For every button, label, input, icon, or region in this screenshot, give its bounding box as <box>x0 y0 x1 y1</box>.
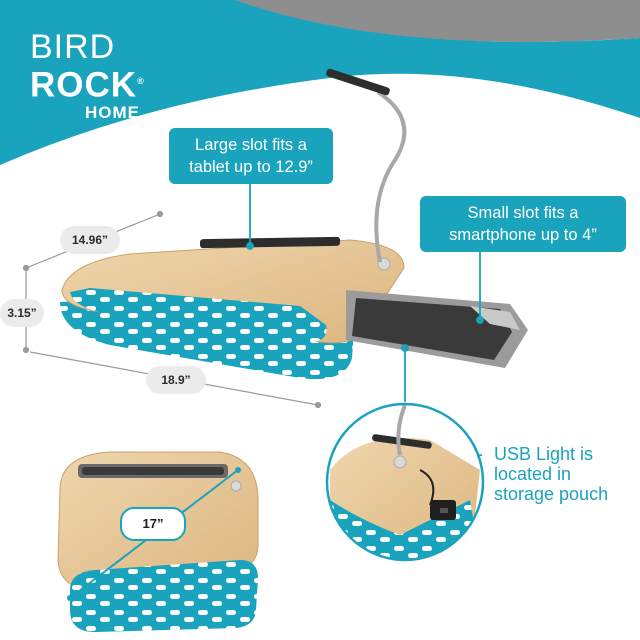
diagonal-dimension-badge: 17” <box>120 507 186 541</box>
logo-line-bird: BIRD <box>30 28 116 66</box>
teal-band <box>0 0 640 165</box>
lap-desk <box>60 236 405 380</box>
usb-detail-circle <box>325 402 485 562</box>
logo-line-rock: ROCK® <box>30 64 160 103</box>
logo-word-rock: ROCK <box>30 65 138 105</box>
height-dimension-badge: 3.15” <box>0 299 44 327</box>
logo-line-home: HOME <box>85 102 140 122</box>
width-dimension-badge: 18.9” <box>146 366 206 394</box>
depth-dimension-badge: 14.96” <box>60 226 120 254</box>
small-slot-callout: Small slot fits a smartphone up to 4” <box>420 196 626 252</box>
grey-band <box>235 0 640 43</box>
phone-drawer <box>346 290 528 368</box>
lamp <box>326 68 407 263</box>
usb-light-note: USB Light is located in storage pouch <box>494 444 609 504</box>
top-view-desk <box>57 451 259 632</box>
bird-rock-home-logo: BIRD ROCK® HOME <box>30 30 160 123</box>
registered-mark: ® <box>137 76 145 86</box>
large-slot-callout: Large slot fits a tablet up to 12.9” <box>169 128 333 184</box>
